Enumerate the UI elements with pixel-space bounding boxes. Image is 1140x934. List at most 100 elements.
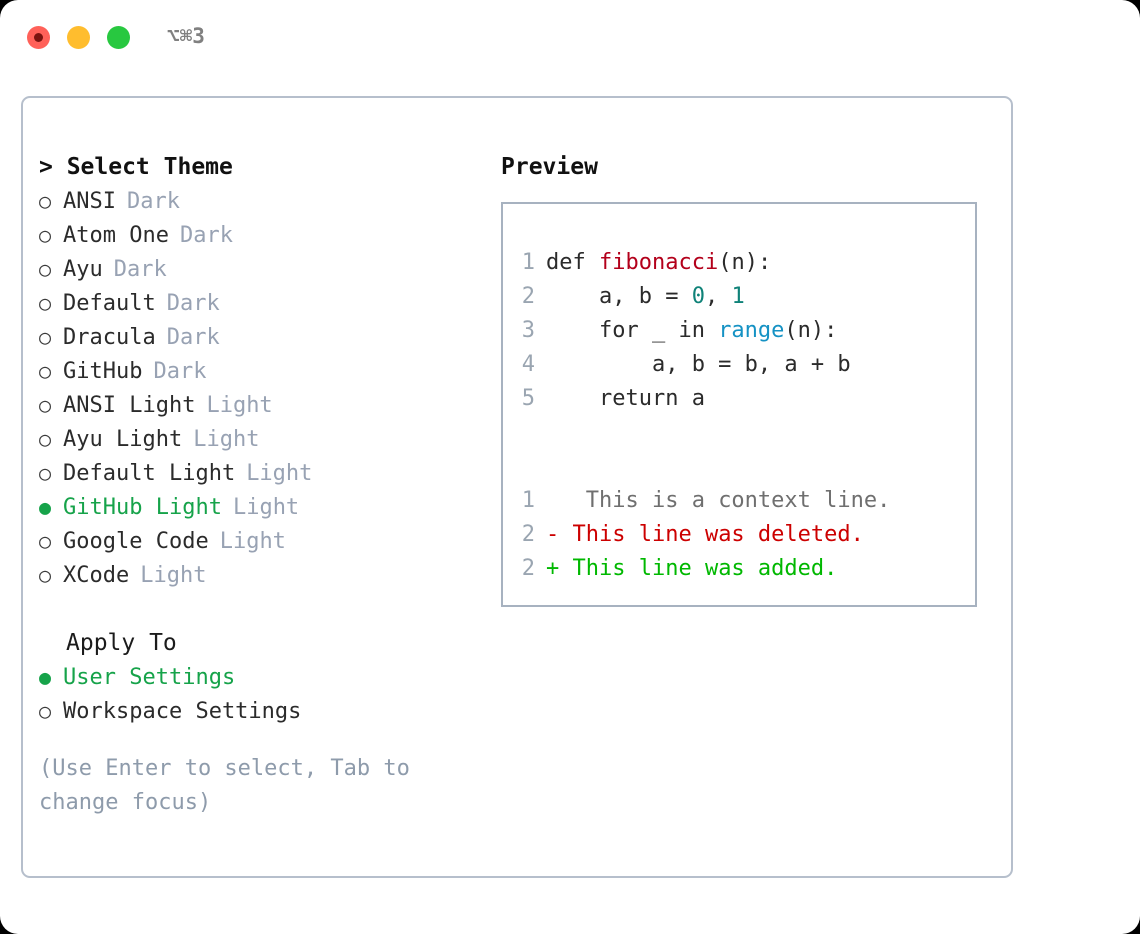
line-number: 1 [521, 488, 535, 513]
code-token-plain: (n): [784, 318, 838, 343]
theme-option-ayu[interactable]: ○ Ayu Dark [39, 252, 479, 286]
code-diff-gap-2 [521, 450, 975, 484]
radio-unselected-icon: ○ [39, 461, 52, 485]
radio-unselected-icon: ○ [39, 699, 52, 723]
theme-option-ansi[interactable]: ○ ANSI Dark [39, 184, 479, 218]
title-bar: ⌥⌘3 [0, 0, 1140, 78]
diff-marker: - [546, 522, 560, 547]
radio-unselected-icon: ○ [39, 563, 52, 587]
theme-option-tag: Dark [179, 223, 233, 248]
diff-marker [546, 488, 559, 513]
apply-to-option-user-settings[interactable]: ● User Settings [39, 660, 479, 694]
select-theme-heading: > Select Theme [39, 154, 233, 180]
theme-option-label: Default [63, 291, 156, 316]
radio-unselected-icon: ○ [39, 427, 52, 451]
maximize-window-button[interactable] [107, 26, 130, 49]
diff-line-deleted: 2- This line was deleted. [521, 518, 975, 552]
diff-sample: 1 This is a context line.2- This line wa… [521, 484, 975, 586]
line-number: 4 [521, 352, 535, 377]
theme-option-ayu-light[interactable]: ○ Ayu Light Light [39, 422, 479, 456]
apply-to-option-label: User Settings [63, 665, 236, 690]
theme-option-label: ANSI Light [63, 393, 196, 418]
code-token-num: 0 [691, 284, 705, 309]
theme-option-tag: Light [232, 495, 300, 520]
code-token-fn: fibonacci [598, 250, 719, 275]
theme-option-tag: Dark [166, 325, 220, 350]
diff-line-context: 1 This is a context line. [521, 484, 975, 518]
theme-option-label: Dracula [63, 325, 156, 350]
line-number: 3 [521, 318, 535, 343]
theme-option-xcode[interactable]: ○ XCode Light [39, 558, 479, 592]
theme-option-tag: Light [140, 563, 207, 588]
theme-option-tag: Light [246, 461, 313, 486]
diff-text: This line was added. [559, 556, 838, 581]
radio-unselected-icon: ○ [39, 223, 52, 247]
theme-option-label: GitHub [63, 359, 143, 384]
code-token-plain: a, b = [546, 284, 692, 309]
radio-selected-icon: ● [39, 495, 52, 519]
theme-option-label: Google Code [63, 529, 209, 554]
radio-unselected-icon: ○ [39, 359, 52, 383]
list-spacer [39, 592, 479, 626]
radio-unselected-icon: ○ [39, 257, 52, 281]
theme-option-tag: Dark [166, 291, 220, 316]
line-number: 5 [521, 386, 535, 411]
radio-selected-icon: ● [39, 665, 52, 689]
radio-unselected-icon: ○ [39, 529, 52, 553]
theme-option-dracula[interactable]: ○ Dracula Dark [39, 320, 479, 354]
theme-option-atom-one[interactable]: ○ Atom One Dark [39, 218, 479, 252]
code-line: 3 for _ in range(n): [521, 314, 975, 348]
code-token-plain: for _ in [546, 318, 719, 343]
theme-option-label: Ayu [63, 257, 103, 282]
theme-option-github-light[interactable]: ● GitHub Light Light [39, 490, 479, 524]
theme-option-tag: Light [219, 529, 286, 554]
theme-option-label: Default Light [63, 461, 236, 486]
line-number: 2 [521, 284, 535, 309]
code-line: 5 return a [521, 382, 975, 416]
keyboard-shortcut-label: ⌥⌘3 [167, 24, 205, 48]
theme-option-label: Ayu Light [63, 427, 183, 452]
theme-option-label: Atom One [63, 223, 169, 248]
code-token-num: 1 [731, 284, 745, 309]
theme-option-google-code[interactable]: ○ Google Code Light [39, 524, 479, 558]
diff-text: This is a context line. [559, 488, 891, 513]
minimize-window-button[interactable] [67, 26, 90, 49]
code-token-plain: def [546, 250, 599, 275]
diff-marker: + [546, 556, 560, 581]
apply-to-heading: Apply To [66, 630, 177, 656]
apply-to-option-workspace-settings[interactable]: ○Workspace Settings [39, 694, 479, 728]
code-diff-gap [521, 416, 975, 450]
theme-option-default-light[interactable]: ○ Default Light Light [39, 456, 479, 490]
diff-text: This line was deleted. [559, 522, 864, 547]
line-number: 2 [521, 556, 535, 581]
code-token-plain: return a [546, 386, 705, 411]
theme-option-ansi-light[interactable]: ○ ANSI Light Light [39, 388, 479, 422]
code-line: 2 a, b = 0, 1 [521, 280, 975, 314]
radio-unselected-icon: ○ [39, 393, 52, 417]
theme-option-tag: Light [206, 393, 273, 418]
line-number: 1 [521, 250, 535, 275]
theme-option-tag: Dark [153, 359, 207, 384]
theme-option-tag: Dark [113, 257, 167, 282]
radio-unselected-icon: ○ [39, 325, 52, 349]
theme-option-tag: Light [193, 427, 260, 452]
theme-option-label: ANSI [63, 189, 116, 214]
close-window-button[interactable] [27, 26, 50, 49]
radio-unselected-icon: ○ [39, 189, 52, 213]
theme-option-label: XCode [63, 563, 130, 588]
theme-option-github[interactable]: ○ GitHub Dark [39, 354, 479, 388]
theme-option-tag: Dark [126, 189, 180, 214]
theme-option-label: GitHub Light [63, 495, 222, 520]
code-token-plain: , [704, 284, 732, 309]
code-token-plain: a, b = b, a + b [546, 352, 851, 377]
code-line: 4 a, b = b, a + b [521, 348, 975, 382]
apply-to-options-list: ● User Settings ○Workspace Settings [39, 660, 479, 728]
line-number: 2 [521, 522, 535, 547]
